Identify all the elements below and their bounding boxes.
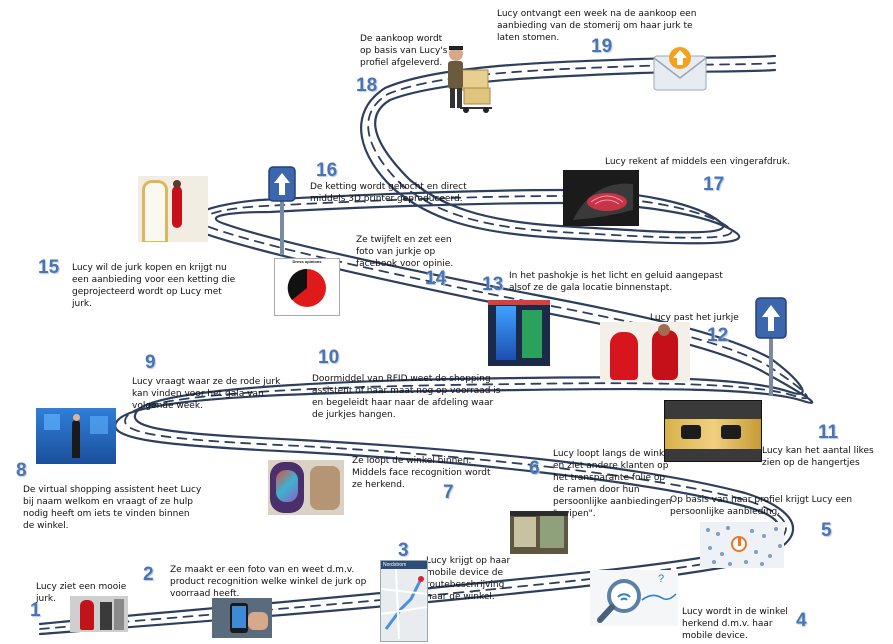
- nav-screen-title: Nordstrom: [381, 561, 427, 569]
- fingerprint-icon: [563, 170, 639, 226]
- wifi-magnifier-icon: ?: [590, 570, 678, 626]
- step-12-number: 12: [707, 325, 729, 346]
- step-2-phone-photo: [212, 598, 272, 638]
- step-18-number: 18: [356, 75, 378, 96]
- step-17-number: 17: [703, 174, 725, 195]
- step-6-number: 6: [529, 458, 540, 479]
- step-19-number: 19: [591, 36, 613, 57]
- road-centre-line: [39, 62, 808, 630]
- road-edge-outer: [38, 68, 814, 626]
- step-5-number: 5: [821, 520, 832, 541]
- up-arrow-sign-icon: [755, 297, 787, 396]
- step-6-shop-window-photo: [510, 511, 568, 554]
- step-17-caption: Lucy rekent af middels een vingerafdruk.: [605, 157, 791, 167]
- step-15-caption: Lucy wil de jurk kopen en krijgt nu een …: [72, 263, 236, 309]
- up-arrow-sign-icon: [268, 166, 296, 255]
- step-12-caption: Lucy past het jurkje: [650, 313, 739, 323]
- step-7-number: 7: [443, 482, 454, 503]
- step-12-fitting-photo: [600, 322, 690, 382]
- step-2-caption: Ze maakt er een foto van en weet d.m.v. …: [170, 565, 367, 599]
- step-1-caption: Lucy ziet een mooie jurk.: [36, 582, 127, 604]
- step-8-number: 8: [16, 460, 27, 481]
- step-2-number: 2: [143, 564, 154, 585]
- delivery-man-icon: [448, 46, 492, 113]
- step-5-crowd-graphic: [700, 522, 784, 568]
- step-8-virtual-assistant-photo: [36, 408, 116, 464]
- facebook-poll-title: Dress opinions: [292, 259, 322, 264]
- step-9-number: 9: [145, 352, 156, 373]
- step-15-number: 15: [38, 257, 60, 278]
- step-11-number: 11: [818, 422, 839, 443]
- step-5-caption: Op basis van haar profiel krijgt Lucy ee…: [670, 495, 853, 517]
- step-1-number: 1: [30, 600, 41, 621]
- svg-text:?: ?: [658, 573, 664, 585]
- step-14-number: 14: [425, 268, 447, 289]
- facebook-poll-pie: [287, 268, 326, 307]
- step-10-caption: Doormiddel van RFID weet de shopping ass…: [312, 374, 501, 420]
- step-11-caption: Lucy kan het aantal likes zien op de han…: [762, 446, 874, 468]
- step-8-caption: De virtual shopping assistent heet Lucy …: [23, 485, 202, 531]
- step-3-caption: Lucy krijgt op haar mobile device de rou…: [426, 556, 511, 602]
- step-15-mirror-photo: [138, 176, 208, 242]
- step-9-caption: Lucy vraagt waar ze de rode jurk kan vin…: [132, 377, 281, 411]
- step-18-caption: De aankoop wordt op basis van Lucy's pro…: [360, 34, 448, 68]
- step-4-number: 4: [796, 610, 807, 631]
- step-4-caption: Lucy wordt in de winkel herkend d.m.v. h…: [682, 607, 788, 641]
- step-10-number: 10: [318, 347, 340, 368]
- step-13-caption: In het pashokje is het licht en geluid a…: [509, 271, 723, 293]
- step-3-number: 3: [398, 540, 409, 561]
- step-13-number: 13: [482, 274, 504, 295]
- step-16-caption: De ketting wordt gekocht en direct midde…: [310, 182, 467, 204]
- envelope-icon: [653, 47, 707, 91]
- step-16-number: 16: [316, 160, 338, 181]
- step-11-hangers-photo: [664, 400, 762, 462]
- step-7-face-recognition-photo: [268, 460, 344, 515]
- step-1-dress-photo: [70, 596, 128, 632]
- step-14-caption: Ze twijfelt en zet een foto van jurkje o…: [356, 235, 454, 269]
- step-13-fitting-room-photo: [488, 300, 550, 366]
- step-6-caption: Lucy loopt langs de winkel en ziet ander…: [553, 449, 672, 519]
- step-19-caption: Lucy ontvangt een week na de aankoop een…: [497, 9, 697, 43]
- step-3-navigation-screen: Nordstrom: [380, 560, 428, 642]
- step-7-caption: Ze loopt de winkel binnen. Middels face …: [352, 456, 491, 490]
- step-14-facebook-poll: Dress opinions: [274, 258, 340, 316]
